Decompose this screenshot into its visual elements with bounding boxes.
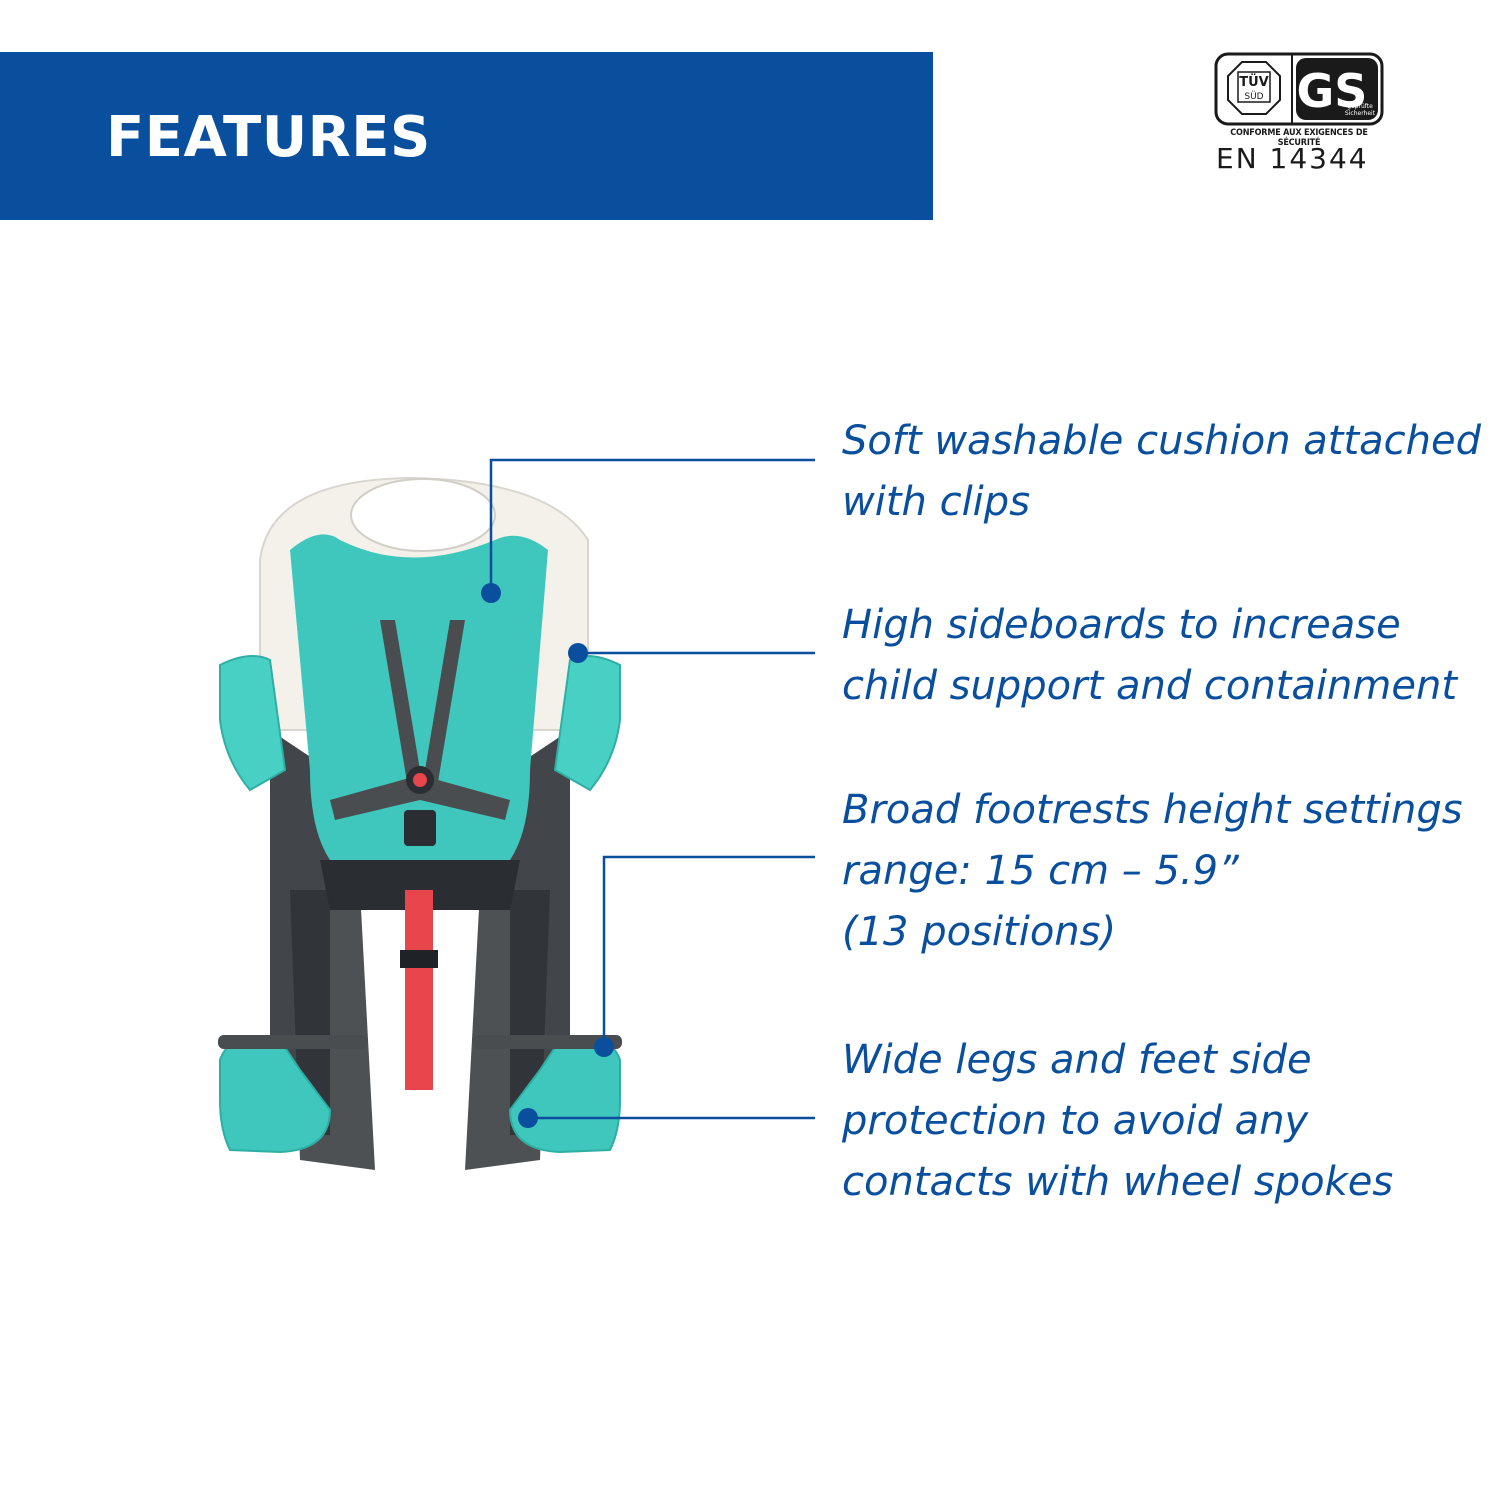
- tuv-sub-label: SÜD: [1244, 91, 1263, 102]
- tuv-octagon-icon: [1227, 61, 1281, 115]
- gs-sub-label-1: geprüfte: [1347, 103, 1373, 110]
- feature-line: Broad footrests height settings: [842, 787, 1463, 833]
- feature-line: Soft washable cushion attached: [842, 418, 1482, 464]
- feature-sideboards: High sideboards to increase child suppor…: [842, 595, 1482, 717]
- feature-line: contacts with wheel spokes: [842, 1159, 1394, 1205]
- callout-dot-footrests: [594, 1037, 614, 1057]
- feature-line: High sideboards to increase: [842, 602, 1401, 648]
- feature-line: (13 positions): [842, 909, 1117, 955]
- standard-label: EN 14344: [1216, 142, 1369, 175]
- tuv-label: TÜV: [1239, 74, 1269, 90]
- child-bike-seat-image: [218, 476, 622, 1170]
- certification-logo: TÜV SÜD GS geprüfte Sicherheit: [1214, 52, 1384, 126]
- callout-dot-cushion: [481, 583, 501, 603]
- feature-line: child support and containment: [842, 663, 1458, 709]
- feature-cushion: Soft washable cushion attached with clip…: [842, 411, 1482, 533]
- gs-sub-label-2: Sicherheit: [1345, 110, 1376, 117]
- feature-side-protection: Wide legs and feet side protection to av…: [842, 1030, 1482, 1213]
- callout-dot-sideboards: [568, 643, 588, 663]
- page-title: FEATURES: [106, 105, 431, 170]
- feature-footrests: Broad footrests height settings range: 1…: [842, 780, 1482, 963]
- gs-label: GS: [1297, 64, 1368, 118]
- feature-line: range: 15 cm – 5.9”: [842, 848, 1239, 894]
- callout-dot-side-protection: [518, 1108, 538, 1128]
- conformity-text: CONFORME AUX EXIGENCES DE SÉCURITÉ: [1230, 128, 1368, 148]
- features-banner: [0, 52, 933, 220]
- feature-line: protection to avoid any: [842, 1098, 1309, 1144]
- feature-line: with clips: [842, 479, 1031, 525]
- feature-line: Wide legs and feet side: [842, 1037, 1312, 1083]
